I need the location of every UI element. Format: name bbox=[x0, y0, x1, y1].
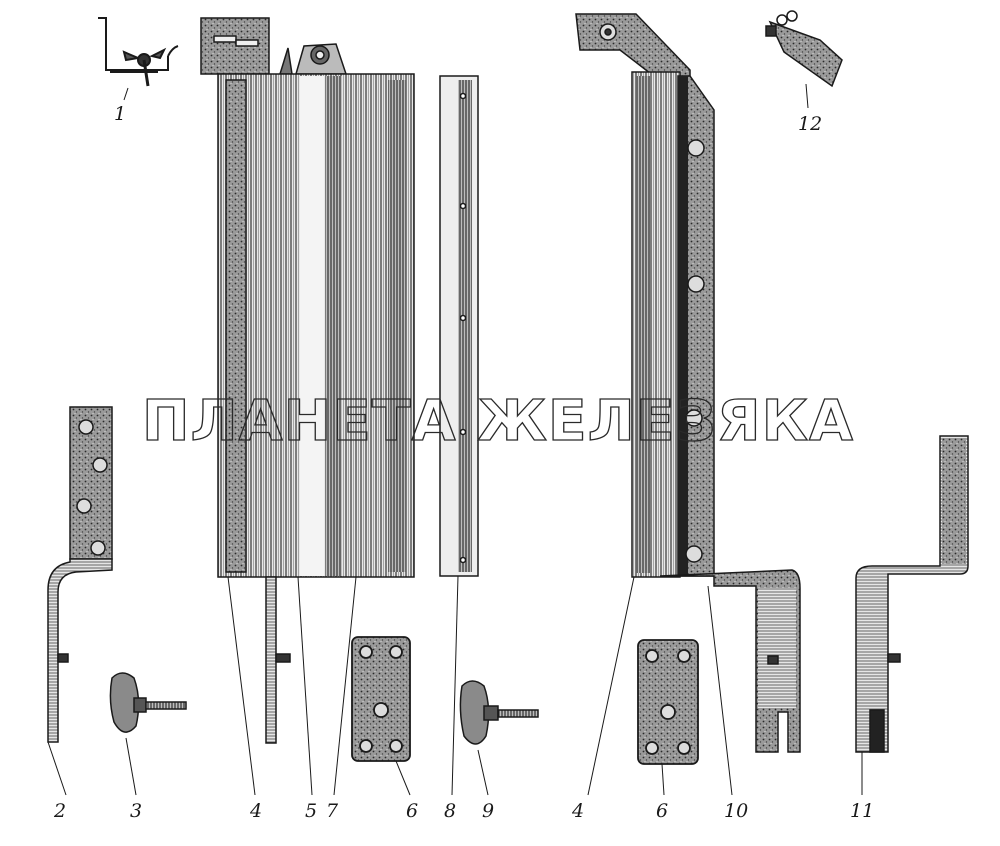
part-1-bracket-wingnut bbox=[98, 17, 179, 87]
callout-3: 3 bbox=[130, 800, 142, 822]
callout-1: 1 bbox=[114, 103, 126, 125]
callout-9: 9 bbox=[482, 800, 494, 822]
callout-8: 8 bbox=[444, 800, 456, 822]
watermark-text: ПЛАНЕТА ЖЕЛЕЗЯКА bbox=[142, 389, 854, 454]
part-2-bracket bbox=[47, 406, 113, 743]
window-channel-right-assembly bbox=[575, 13, 801, 753]
part-11-bracket bbox=[855, 435, 969, 753]
part-3-thumb-screw bbox=[109, 672, 187, 733]
callout-labels: 1 2 3 4 5 7 6 8 9 4 6 10 11 12 bbox=[53, 103, 874, 822]
window-channel-left-assembly bbox=[200, 17, 415, 744]
callout-10: 10 bbox=[724, 800, 748, 822]
part-6-plate-right bbox=[637, 639, 699, 765]
callout-12: 12 bbox=[798, 113, 822, 135]
part-9-thumb-screw bbox=[459, 680, 539, 745]
callout-4-left: 4 bbox=[249, 800, 262, 822]
callout-5: 5 bbox=[305, 800, 317, 822]
callout-2: 2 bbox=[53, 800, 66, 822]
part-12-fitting bbox=[765, 10, 843, 88]
part-6-plate-left bbox=[351, 636, 411, 762]
callout-6-left: 6 bbox=[406, 800, 418, 822]
callout-6-right: 6 bbox=[656, 800, 668, 822]
leader-lines bbox=[47, 83, 863, 796]
callout-11: 11 bbox=[850, 800, 874, 822]
callout-7: 7 bbox=[326, 800, 339, 822]
part-8-seal-strip bbox=[439, 75, 479, 577]
callout-4-right: 4 bbox=[571, 800, 584, 822]
